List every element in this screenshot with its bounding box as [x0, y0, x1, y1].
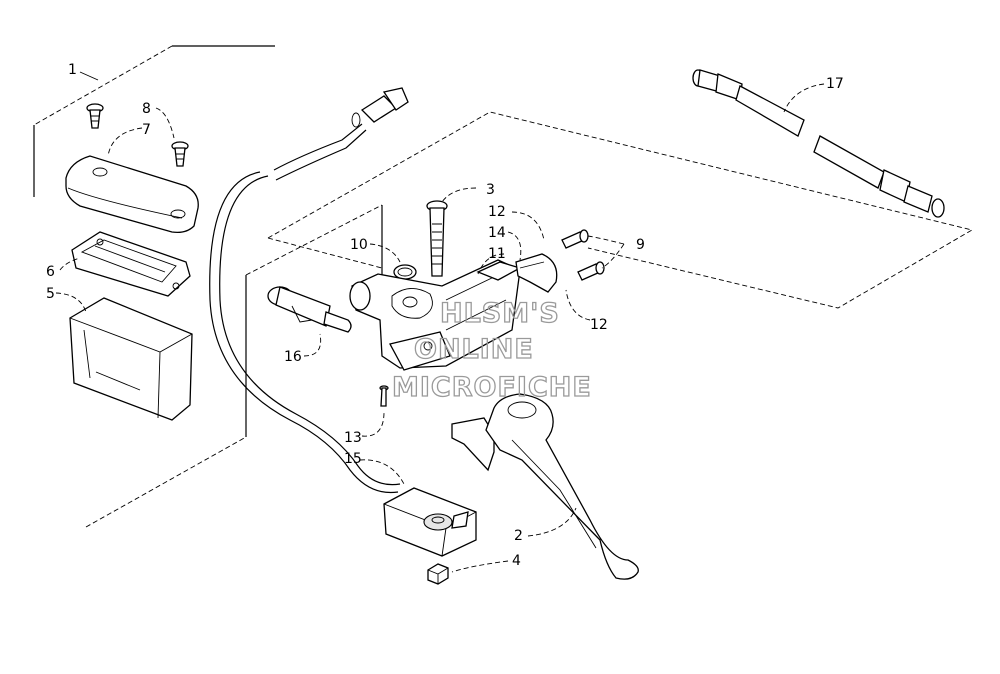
brake-switch	[267, 286, 352, 333]
callout-4: 4	[512, 553, 521, 569]
callout-12-upper: 12	[488, 204, 506, 220]
set-screw	[379, 385, 389, 407]
callout-15: 15	[344, 451, 362, 467]
reservoir-cover	[65, 155, 199, 234]
reservoir-body	[69, 297, 193, 421]
callout-2: 2	[514, 528, 523, 544]
callout-11: 11	[488, 246, 506, 262]
watermark-line-1: HLSM'S	[440, 298, 560, 329]
callout-17: 17	[826, 76, 844, 92]
brake-cable	[692, 69, 945, 218]
brake-lever	[451, 393, 639, 580]
master-cylinder-housing	[349, 259, 522, 371]
bracket-screw	[577, 261, 605, 281]
bracket-screw	[561, 229, 589, 249]
reservoir-diaphragm	[71, 231, 191, 297]
lever-nut	[427, 563, 449, 585]
callout-5: 5	[46, 286, 55, 302]
callout-13: 13	[344, 430, 362, 446]
callout-16: 16	[284, 349, 302, 365]
callout-8: 8	[142, 101, 151, 117]
watermark-line-3: MICROFICHE	[392, 372, 592, 403]
callout-9: 9	[636, 237, 645, 253]
callout-6: 6	[46, 264, 55, 280]
callout-labels: 1 2 3 4 5 6 7 8 9 10 11 12 12 13 14 15 1…	[46, 62, 844, 569]
switch-bracket	[515, 253, 558, 293]
assembly-frame	[33, 45, 974, 528]
leader-lines	[55, 71, 825, 573]
wire-harness	[209, 87, 409, 494]
watermark: HLSM'S ONLINE MICROFICHE	[391, 297, 592, 403]
callout-1: 1	[68, 62, 77, 78]
callout-14: 14	[488, 225, 506, 241]
callout-3: 3	[486, 182, 495, 198]
cover-screw	[171, 141, 189, 167]
callout-10: 10	[350, 237, 368, 253]
cover-screw	[86, 103, 104, 129]
pivot-bolt	[426, 200, 448, 277]
watermark-line-2: ONLINE	[414, 334, 534, 365]
callout-7: 7	[142, 122, 151, 138]
callout-12-lower: 12	[590, 317, 608, 333]
switch-housing	[383, 487, 477, 557]
